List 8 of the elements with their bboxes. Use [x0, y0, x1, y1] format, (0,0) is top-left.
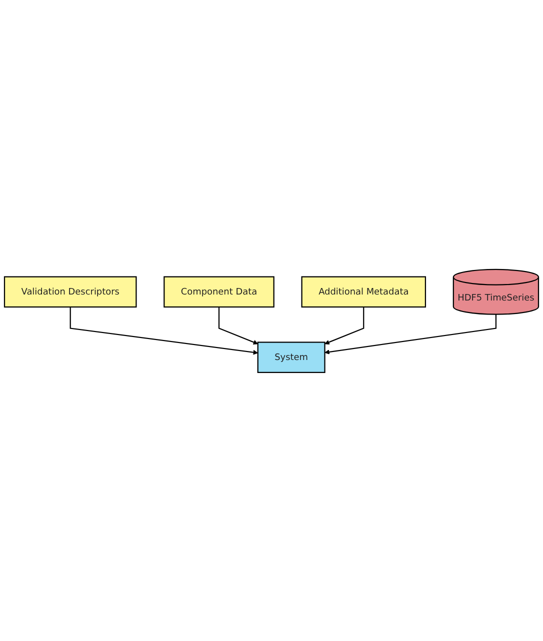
arrow [324, 314, 497, 354]
node-box: Validation Descriptors [4, 276, 137, 308]
node-box: System [257, 341, 326, 373]
node-box: Component Data [164, 276, 274, 308]
arrow [218, 306, 258, 344]
node-box: Additional Metadata [301, 276, 426, 308]
arrow [324, 306, 364, 344]
arrow [70, 306, 258, 354]
